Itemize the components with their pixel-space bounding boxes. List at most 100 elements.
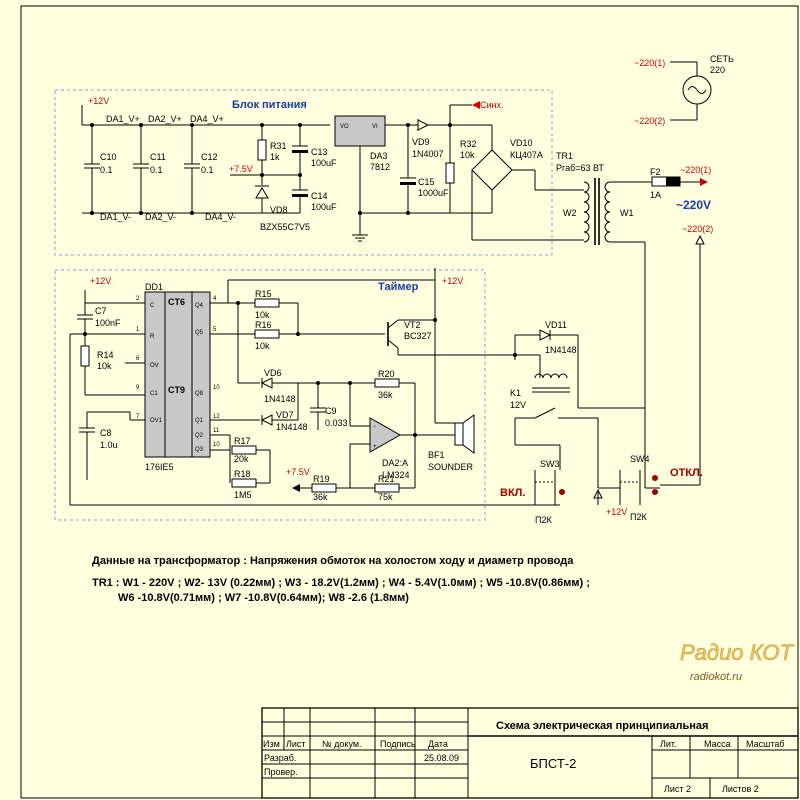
capacitor-c15 — [400, 182, 416, 185]
svg-text:C15: C15 — [418, 177, 435, 187]
svg-text:+7.5V: +7.5V — [286, 467, 310, 477]
svg-text:C12: C12 — [201, 152, 218, 162]
svg-text:Q8: Q8 — [195, 391, 204, 397]
sounder-bf1 — [454, 422, 464, 446]
svg-text:Подпись: Подпись — [380, 739, 416, 749]
resistor-r15 — [254, 298, 280, 308]
svg-text:36k: 36k — [378, 390, 393, 400]
svg-text:BC327: BC327 — [404, 331, 432, 341]
diode-vd11 — [539, 329, 552, 341]
svg-text:DA2:A: DA2:A — [382, 458, 408, 468]
svg-text:C1: C1 — [150, 391, 158, 397]
svg-text:+12V: +12V — [606, 507, 627, 517]
label-out-220v: ~220V — [676, 198, 711, 212]
svg-text:TR1: TR1 — [556, 151, 573, 161]
stamp-caption: Схема электрическая принципиальная — [496, 720, 708, 732]
svg-text:C9: C9 — [325, 406, 337, 416]
svg-text:1N4148: 1N4148 — [276, 422, 308, 432]
svg-text:LM324: LM324 — [382, 470, 410, 480]
svg-text:7: 7 — [136, 414, 140, 420]
svg-text:OV: OV — [150, 363, 159, 369]
notes-line1: TR1 : W1 - 220V ; W2- 13V (0.22мм) ; W3 … — [92, 577, 590, 589]
svg-text:9: 9 — [136, 385, 140, 391]
capacitor-c11 — [133, 125, 149, 213]
svg-text:R18: R18 — [234, 469, 251, 479]
opamp-da2 — [369, 417, 402, 453]
svg-text:12: 12 — [213, 414, 220, 420]
bridge-vd10 — [471, 149, 513, 191]
svg-text:1M5: 1M5 — [234, 490, 252, 500]
svg-text:VI: VI — [372, 124, 378, 130]
svg-text:Масса: Масса — [704, 739, 731, 749]
resistor-r19 — [311, 483, 337, 493]
resistor-r20 — [374, 378, 400, 388]
svg-text:~220(2): ~220(2) — [634, 116, 665, 126]
svg-text:R16: R16 — [255, 320, 272, 330]
svg-text:W2: W2 — [563, 208, 577, 218]
svg-text:25.08.09: 25.08.09 — [424, 753, 459, 763]
svg-text:Лит.: Лит. — [660, 739, 677, 749]
svg-text:10k: 10k — [255, 310, 270, 320]
svg-text:Q1: Q1 — [195, 418, 204, 424]
svg-text:1N4148: 1N4148 — [545, 345, 577, 355]
svg-text:1A: 1A — [650, 190, 661, 200]
svg-text:Ргаб=63 ВТ: Ргаб=63 ВТ — [556, 163, 604, 173]
svg-text:36k: 36k — [313, 492, 328, 502]
resistor-r17 — [231, 445, 257, 455]
svg-text:10k: 10k — [255, 341, 270, 351]
svg-text:+: + — [373, 444, 377, 450]
svg-text:DD1: DD1 — [145, 282, 163, 292]
svg-text:CT6: CT6 — [168, 297, 185, 307]
svg-text:10: 10 — [213, 442, 220, 448]
svg-text:75k: 75k — [378, 492, 393, 502]
label-da2p: DA2_V+ — [148, 114, 182, 124]
label-off: ОТКЛ. — [670, 467, 703, 479]
svg-text:SOUNDER: SOUNDER — [428, 462, 474, 472]
label-plus7-5-ps: +7.5V — [229, 164, 253, 174]
svg-text:C14: C14 — [311, 191, 328, 201]
svg-text:Лист 2: Лист 2 — [664, 784, 691, 794]
svg-text:П2К: П2К — [535, 515, 552, 525]
capacitor-c12 — [184, 125, 200, 213]
label-da4p: DA4_V+ — [190, 114, 224, 124]
label-da1p: DA1_V+ — [106, 114, 140, 124]
svg-text:VD6: VD6 — [264, 368, 282, 378]
svg-text:Q5: Q5 — [195, 330, 204, 336]
label-da1m: DA1_V- — [100, 212, 131, 222]
svg-text:Листов 2: Листов 2 — [722, 784, 759, 794]
svg-text:12V: 12V — [510, 400, 526, 410]
counter-dd1 — [144, 291, 193, 458]
svg-text:VO: VO — [340, 124, 349, 130]
svg-text:10k: 10k — [460, 150, 475, 160]
power-supply-title: Блок питания — [232, 99, 307, 111]
svg-text:VD9: VD9 — [412, 137, 430, 147]
title-stamp — [261, 707, 799, 799]
svg-text:~220(1): ~220(1) — [680, 165, 711, 175]
regulator-da3 — [334, 115, 386, 147]
svg-text:0.1: 0.1 — [150, 165, 163, 175]
svg-text:0.1: 0.1 — [201, 165, 214, 175]
svg-text:5: 5 — [213, 327, 217, 333]
svg-text:20k: 20k — [234, 454, 249, 464]
diode-vd7 — [260, 414, 273, 426]
svg-text:SW3: SW3 — [540, 459, 560, 469]
svg-text:1N4007: 1N4007 — [412, 149, 444, 159]
svg-text:~220(2): ~220(2) — [682, 224, 713, 234]
diode-vd6 — [260, 377, 273, 389]
resistor-r31 — [257, 139, 267, 161]
label-on: ВКЛ. — [500, 487, 525, 499]
svg-text:R17: R17 — [234, 436, 251, 446]
svg-text:1k: 1k — [270, 152, 280, 162]
svg-text:7812: 7812 — [370, 162, 390, 172]
svg-text:Q2: Q2 — [195, 433, 204, 439]
svg-text:СЕТЬ: СЕТЬ — [710, 54, 734, 64]
svg-text:+12V: +12V — [90, 276, 111, 286]
svg-text:Провер.: Провер. — [264, 767, 298, 777]
svg-text:C7: C7 — [95, 306, 107, 316]
resistor-r18 — [231, 478, 257, 488]
resistor-r32 — [445, 162, 455, 184]
switch-sw4 — [619, 470, 658, 505]
svg-text:0.033: 0.033 — [325, 418, 348, 428]
